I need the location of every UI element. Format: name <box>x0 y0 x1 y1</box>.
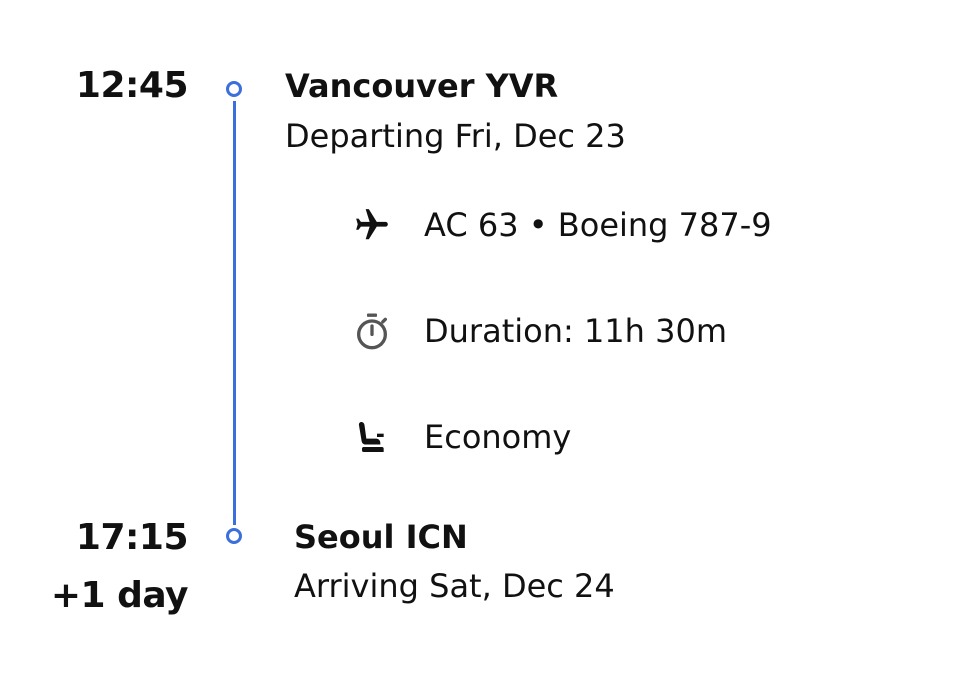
timeline-line <box>233 101 236 525</box>
departure-time: 12:45 <box>75 65 189 106</box>
departure-date: Departing Fri, Dec 23 <box>285 117 626 155</box>
flight-info-text: AC 63 • Boeing 787-9 <box>424 206 772 244</box>
arrival-airport: Seoul ICN <box>294 518 468 556</box>
seat-icon <box>352 417 392 457</box>
duration-text: Duration: 11h 30m <box>424 312 727 350</box>
duration-row: Duration: 11h 30m <box>352 311 727 351</box>
flight-info-row: AC 63 • Boeing 787-9 <box>352 205 772 245</box>
arrival-date: Arriving Sat, Dec 24 <box>294 567 615 605</box>
cabin-text: Economy <box>424 418 572 456</box>
stopwatch-icon <box>352 311 392 351</box>
cabin-row: Economy <box>352 417 571 457</box>
departure-airport: Vancouver YVR <box>285 67 559 105</box>
arrival-day-offset: +1 day <box>50 575 189 616</box>
arrival-time: 17:15 <box>75 517 189 558</box>
arrival-dot <box>226 528 242 544</box>
departure-dot <box>226 81 242 97</box>
airplane-icon <box>352 205 392 245</box>
